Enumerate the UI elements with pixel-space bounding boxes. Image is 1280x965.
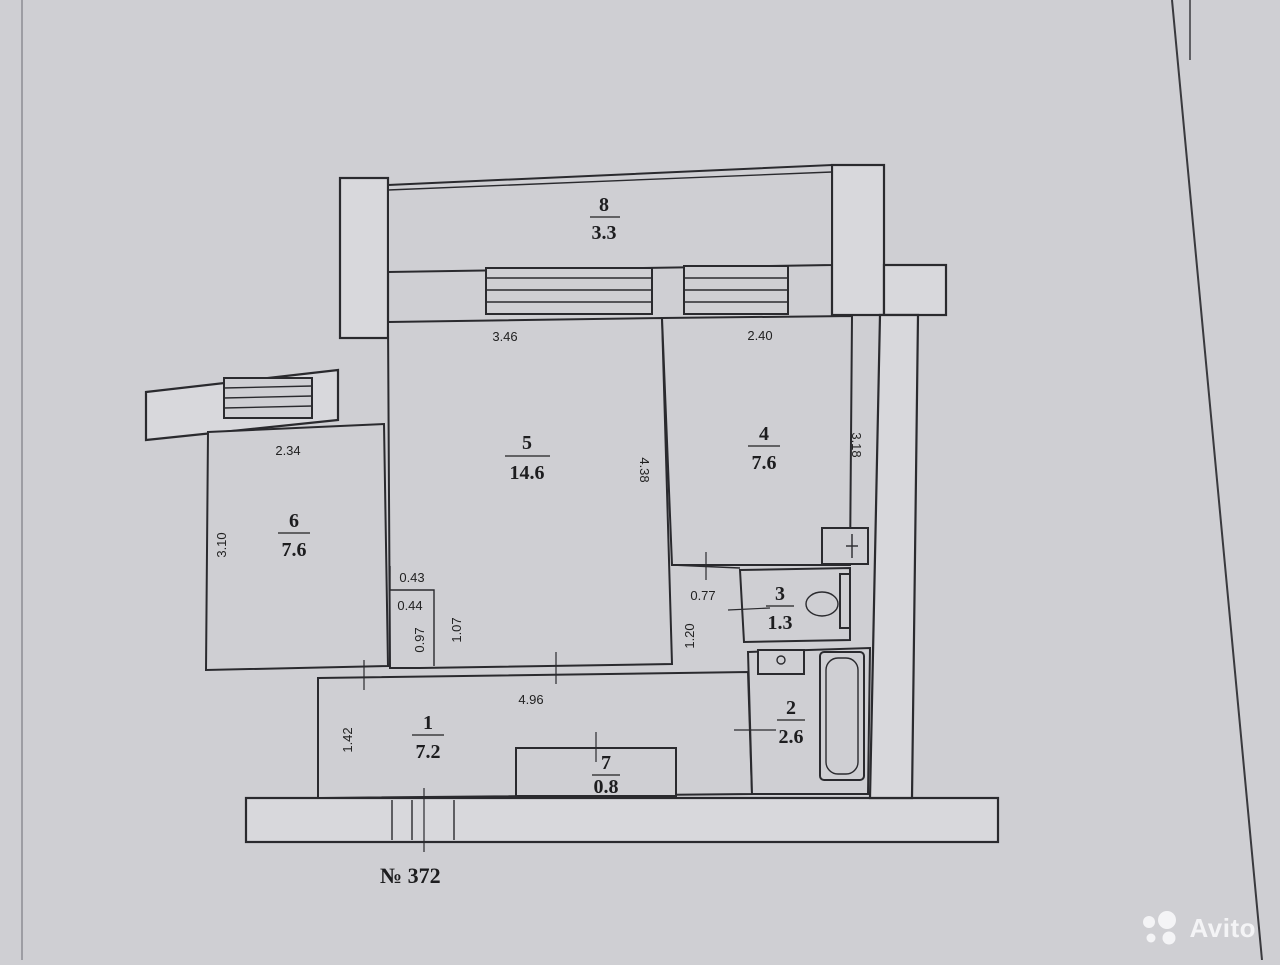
svg-text:7.6: 7.6 [752,452,777,474]
stove-icon [821,527,869,565]
dim-label: 0.43 [399,570,424,585]
room-label-1: 1 7.2 [412,712,444,763]
dim-label: 0.77 [690,588,715,603]
svg-text:6: 6 [289,510,299,532]
dim-label: 2.40 [747,328,772,343]
svg-text:7: 7 [601,752,611,774]
svg-text:5: 5 [522,432,532,454]
svg-text:1.3: 1.3 [768,612,793,634]
svg-text:14.6: 14.6 [510,462,545,484]
paper-right-edge [1171,0,1263,961]
dim-label: 3.18 [849,432,864,457]
plan-number: № 372 [380,863,441,888]
avito-dots-icon [1143,911,1177,945]
svg-text:7.6: 7.6 [282,539,307,561]
dim-label: 3.10 [214,532,229,557]
room-5-living [386,316,674,669]
svg-text:0.8: 0.8 [594,776,619,798]
dim-label: 4.96 [518,692,543,707]
wall-bottom [244,796,1000,844]
door-mark-3 [727,607,771,611]
svg-text:1: 1 [423,712,433,734]
dim-label: 4.38 [637,457,652,482]
bathtub-icon [819,651,865,781]
svg-text:8: 8 [599,194,609,216]
wall-right-stub [882,263,948,317]
room-3-wc [738,566,851,644]
room-label-6: 6 7.6 [278,510,310,561]
svg-text:2.6: 2.6 [779,726,804,748]
dim-label: 1.20 [682,623,697,648]
window-north-left [485,267,653,315]
balcony-rail [387,171,833,191]
svg-text:3.3: 3.3 [592,222,617,244]
room-label-5: 5 14.6 [505,432,550,484]
dim-label: 1.07 [449,617,464,642]
room-label-7: 7 0.8 [592,752,620,798]
dim-label: 3.46 [492,329,517,344]
svg-text:3: 3 [775,583,785,605]
dim-label: 0.44 [397,598,422,613]
wall-right [868,313,920,800]
window-west [223,377,313,419]
room-label-4: 4 7.6 [748,423,780,474]
wall-balcony-left [338,176,390,340]
dim-label: 0.97 [412,627,427,652]
room-label-8: 8 3.3 [590,194,620,244]
room-6-bedroom [204,422,390,672]
window-south [391,800,455,840]
svg-text:2: 2 [786,697,796,719]
room-label-2: 2 2.6 [777,697,805,748]
avito-brand-text: Avito [1189,912,1256,943]
svg-text:7.2: 7.2 [416,741,441,763]
toilet-icon [805,573,851,629]
dim-label: 2.34 [275,443,300,458]
wall-column [389,566,435,666]
sink-icon [757,649,805,675]
dim-label: 1.42 [340,727,355,752]
avito-watermark: Avito [1139,910,1256,946]
room-label-3: 3 1.3 [766,583,794,634]
wall-balcony-right [830,163,886,317]
window-north-right [683,265,789,315]
room-8-balcony [387,163,833,274]
svg-text:4: 4 [759,423,769,445]
